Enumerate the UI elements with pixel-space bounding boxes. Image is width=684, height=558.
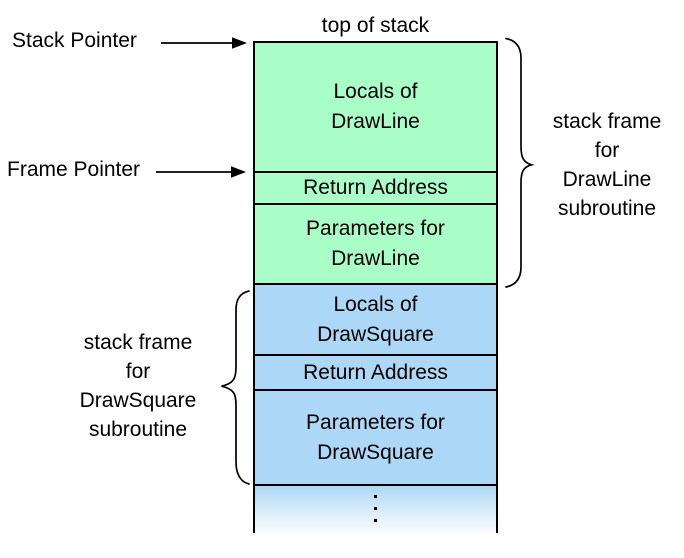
stack-pointer-label: Stack Pointer bbox=[12, 29, 137, 52]
stack-column: Locals of DrawLine Return Address Parame… bbox=[253, 41, 498, 533]
stack-cell-locals-drawsquare: Locals of DrawSquare bbox=[255, 285, 496, 356]
drawsquare-frame-label: stack frame for DrawSquare subroutine bbox=[79, 331, 197, 441]
drawline-frame-label: stack frame for DrawLine subroutine bbox=[552, 110, 662, 220]
stack-cell-locals-drawline: Locals of DrawLine bbox=[255, 43, 496, 173]
stack-cell-params-drawline: Parameters for DrawLine bbox=[255, 205, 496, 285]
stack-cell-params-drawsquare: Parameters for DrawSquare bbox=[255, 391, 496, 486]
stack-cell-continuation bbox=[255, 486, 496, 533]
top-of-stack-label: top of stack bbox=[321, 14, 430, 37]
drawline-frame-brace bbox=[505, 37, 535, 288]
stack-cell-return-address-drawline: Return Address bbox=[255, 173, 496, 205]
frame-pointer-label: Frame Pointer bbox=[7, 158, 141, 181]
frame-pointer-arrow bbox=[156, 166, 246, 178]
stack-pointer-arrow bbox=[161, 37, 247, 49]
stack-cell-return-address-drawsquare: Return Address bbox=[255, 356, 496, 391]
